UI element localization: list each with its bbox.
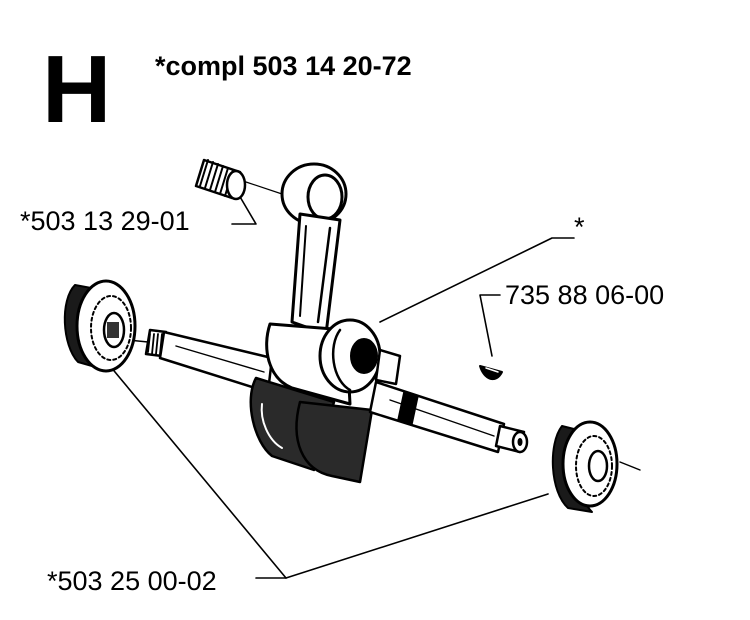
ball-bearing-right-icon bbox=[551, 420, 619, 513]
ball-bearing-icon bbox=[63, 279, 137, 373]
leader-line-crankshaft bbox=[379, 237, 575, 323]
crankshaft-part-marker: * bbox=[574, 212, 585, 242]
leader-line-bearing-right bbox=[285, 493, 549, 579]
ball-bearing-part-number: *503 25 00-02 bbox=[47, 566, 217, 596]
needle-roller-bearing-icon bbox=[194, 158, 247, 201]
key-part-number: 735 88 06-00 bbox=[505, 280, 665, 310]
connecting-rod-icon bbox=[280, 162, 348, 336]
assembly-part-number: *compl 503 14 20-72 bbox=[155, 51, 412, 81]
leader-line-needle-bearing bbox=[231, 189, 257, 225]
leader-line-key bbox=[479, 294, 501, 357]
leader-lines bbox=[109, 189, 575, 579]
needle-bearing-part-number: *503 13 29-01 bbox=[20, 206, 190, 236]
crankshaft-icon bbox=[144, 318, 529, 484]
leader-line-bearing-left bbox=[109, 365, 287, 579]
woodruff-key-icon bbox=[479, 365, 503, 381]
section-letter: H bbox=[42, 36, 112, 143]
axis-line-right bbox=[619, 461, 641, 471]
